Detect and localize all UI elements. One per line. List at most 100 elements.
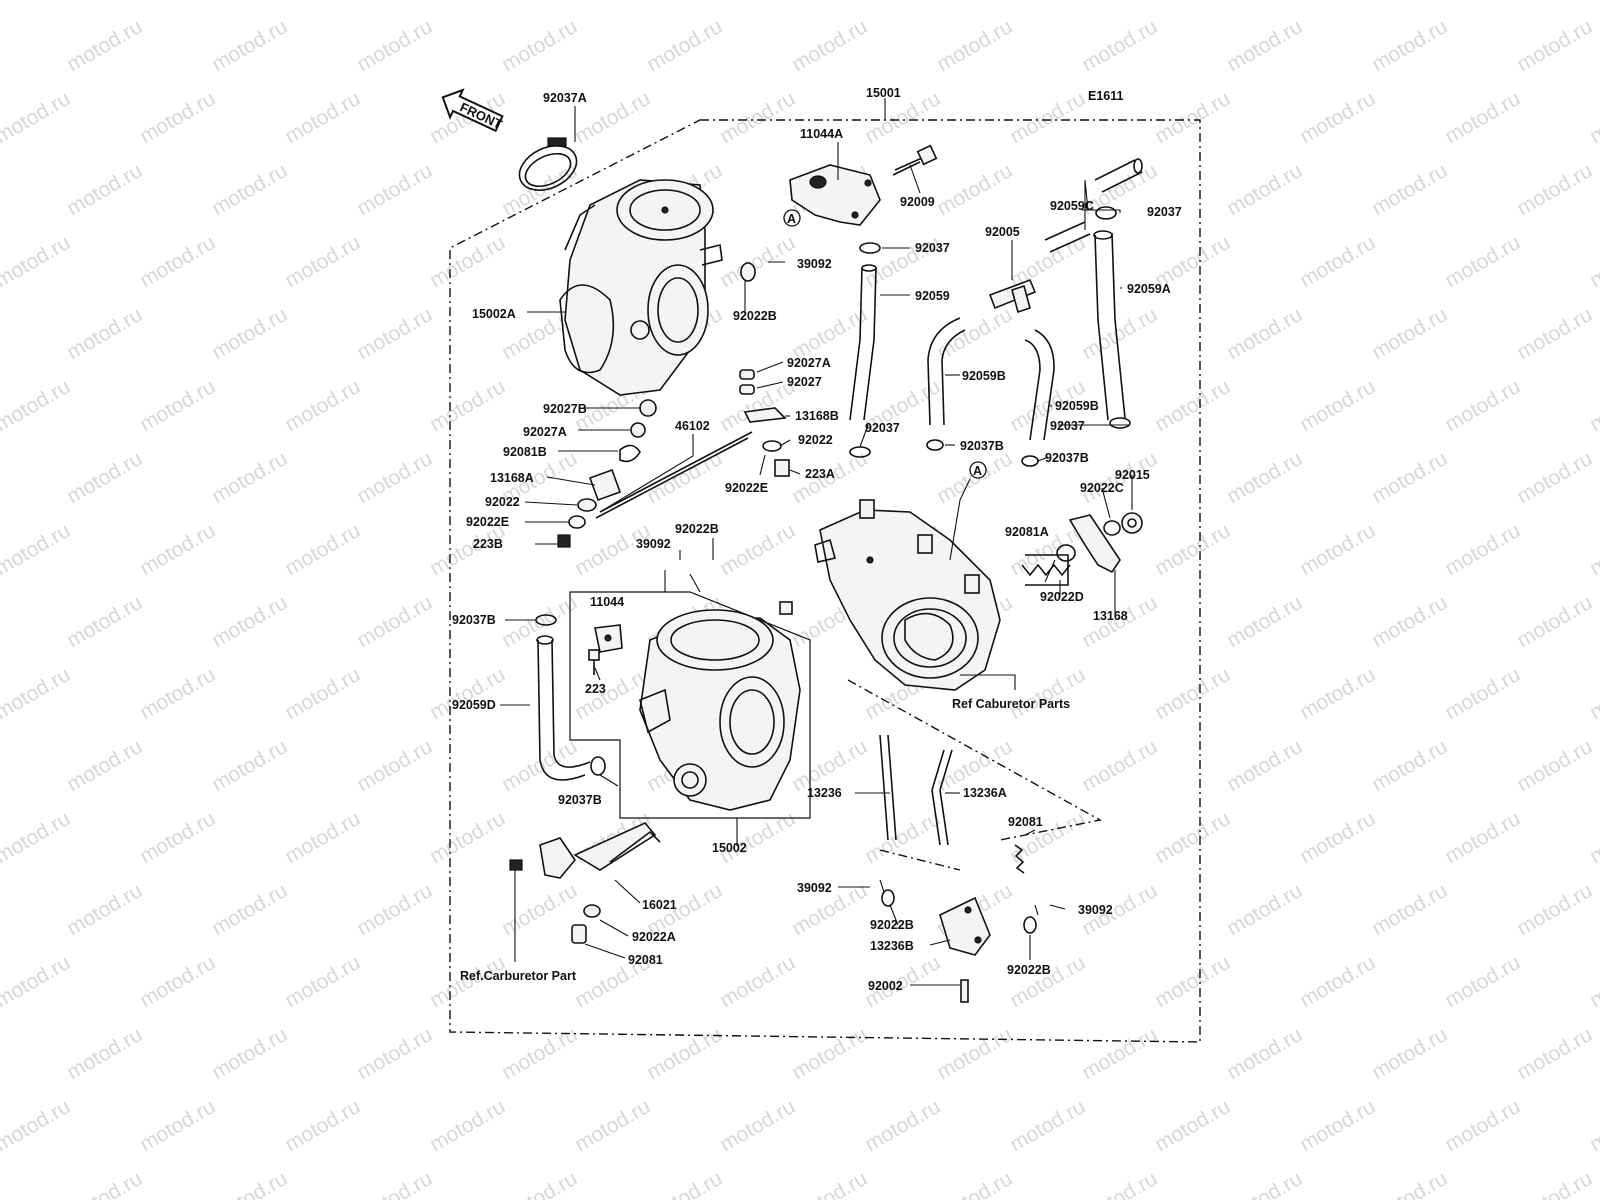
label-92059b-b: 92059B [1055, 399, 1099, 413]
watermark-text: motod.ru [63, 591, 146, 652]
label-92081-a: 92081 [1008, 815, 1043, 829]
watermark-text: motod.ru [0, 447, 1, 508]
ref-caburetor-parts: Ref Caburetor Parts [952, 697, 1070, 711]
watermark-text: motod.ru [1368, 447, 1451, 508]
watermark-text: motod.ru [861, 0, 944, 4]
watermark-text: motod.ru [1586, 87, 1600, 148]
watermark-text: motod.ru [1368, 1023, 1451, 1084]
watermark-text: motod.ru [136, 951, 219, 1012]
watermark-text: motod.ru [788, 1167, 871, 1200]
watermark-text: motod.ru [1441, 0, 1524, 4]
watermark-text: motod.ru [426, 375, 509, 436]
watermark-text: motod.ru [1296, 0, 1379, 4]
watermark-text: motod.ru [0, 879, 1, 940]
watermark-text: motod.ru [208, 879, 291, 940]
label-92009: 92009 [900, 195, 935, 209]
watermark-text: motod.ru [1586, 807, 1600, 868]
watermark-text: motod.ru [63, 447, 146, 508]
link-rod-46102-icon [595, 431, 753, 519]
watermark-text: motod.ru [933, 15, 1016, 76]
label-39092-a: 39092 [797, 257, 832, 271]
hose-92059d-icon [535, 614, 606, 781]
label-92027a-a: 92027A [787, 356, 831, 370]
watermark-text: motod.ru [1223, 447, 1306, 508]
watermark-text: motod.ru [1368, 1167, 1451, 1200]
watermark-text: motod.ru [0, 591, 1, 652]
watermark-text: motod.ru [208, 15, 291, 76]
watermark-text: motod.ru [1368, 15, 1451, 76]
watermark-text: motod.ru [281, 663, 364, 724]
label-39092-d: 39092 [1078, 903, 1113, 917]
watermark-text: motod.ru [281, 87, 364, 148]
label-13168b: 13168B [795, 409, 839, 423]
watermark-text: motod.ru [933, 1023, 1016, 1084]
label-92022d: 92022D [1040, 590, 1084, 604]
watermark-text: motod.ru [933, 159, 1016, 220]
watermark-text: motod.ru [1151, 1095, 1234, 1156]
bolt-92009-icon [892, 144, 938, 176]
hose-top-right-icon [1094, 158, 1143, 193]
watermark-text: motod.ru [1151, 807, 1234, 868]
watermark-text: motod.ru [136, 0, 219, 4]
watermark-text: motod.ru [1513, 159, 1596, 220]
label-92059: 92059 [915, 289, 950, 303]
label-223b: 223B [473, 537, 503, 551]
label-92037b-b: 92037B [1045, 451, 1089, 465]
hose-92059b-right-icon [1024, 329, 1055, 441]
watermark-text: motod.ru [1151, 375, 1234, 436]
watermark-text: motod.ru [281, 951, 364, 1012]
watermark-text: motod.ru [1223, 159, 1306, 220]
watermark-text: motod.ru [1368, 879, 1451, 940]
watermark-text: motod.ru [208, 159, 291, 220]
label-92037-mid: 92037 [915, 241, 950, 255]
watermark-text: motod.ru [63, 15, 146, 76]
watermark-text: motod.ru [861, 1095, 944, 1156]
label-13236b: 13236B [870, 939, 914, 953]
watermark-text: motod.ru [0, 159, 1, 220]
watermark-text: motod.ru [1441, 231, 1524, 292]
watermark-text: motod.ru [208, 447, 291, 508]
watermark-text: motod.ru [716, 87, 799, 148]
watermark-text: motod.ru [1586, 951, 1600, 1012]
link-relation-lines [847, 679, 1103, 871]
watermark-text: motod.ru [1513, 735, 1596, 796]
watermark-text: motod.ru [0, 735, 1, 796]
watermark-text: motod.ru [281, 0, 364, 4]
watermark-text: motod.ru [136, 231, 219, 292]
watermark-text: motod.ru [353, 159, 436, 220]
watermark-text: motod.ru [136, 87, 219, 148]
right-side-parts-icons [1021, 512, 1143, 586]
watermark-text: motod.ru [63, 1023, 146, 1084]
ref-carburetor-part: Ref.Carburetor Part [460, 969, 577, 983]
watermark-text: motod.ru [208, 1023, 291, 1084]
label-13168: 13168 [1093, 609, 1128, 623]
label-92022b-b: 92022B [675, 522, 719, 536]
bracket-11044a-icon [789, 164, 881, 226]
small-fittings-icons [557, 262, 793, 615]
watermark-text: motod.ru [933, 303, 1016, 364]
watermark-text: motod.ru [571, 1095, 654, 1156]
label-15001: 15001 [866, 86, 901, 100]
watermark-text: motod.ru [1296, 375, 1379, 436]
watermark-text: motod.ru [1296, 519, 1379, 580]
label-92022e-b: 92022E [466, 515, 509, 529]
label-92059d: 92059D [452, 698, 496, 712]
watermark-text: motod.ru [716, 231, 799, 292]
watermark-text: motod.ru [63, 879, 146, 940]
watermark-text: motod.ru [426, 0, 509, 4]
watermark-text: motod.ru [1006, 663, 1089, 724]
label-92037a: 92037A [543, 91, 587, 105]
watermark-text: motod.ru [716, 519, 799, 580]
watermark-text: motod.ru [1151, 951, 1234, 1012]
label-92081-b: 92081 [628, 953, 663, 967]
watermark-text: motod.ru [1296, 87, 1379, 148]
label-92015: 92015 [1115, 468, 1150, 482]
watermark-text: motod.ru [788, 1023, 871, 1084]
label-92002: 92002 [868, 979, 903, 993]
label-39092-b: 39092 [636, 537, 671, 551]
watermark-text: motod.ru [353, 447, 436, 508]
watermark-text: motod.ru [63, 1167, 146, 1200]
leader-lines [500, 98, 1133, 986]
label-92022-a: 92022 [798, 433, 833, 447]
